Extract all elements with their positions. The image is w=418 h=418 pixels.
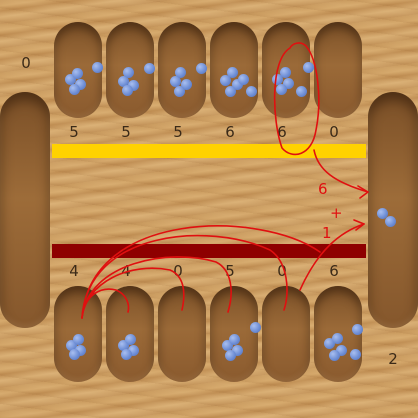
bottom-count-2: 4 bbox=[121, 262, 131, 280]
pit-top-2[interactable] bbox=[106, 22, 155, 118]
pit-bottom-6[interactable] bbox=[314, 286, 363, 382]
bottom-count-5: 0 bbox=[277, 262, 287, 280]
pit-bottom-3[interactable] bbox=[158, 286, 206, 382]
seed bbox=[280, 67, 291, 78]
pit-top-3[interactable] bbox=[158, 22, 207, 118]
highlight-circle bbox=[273, 42, 320, 156]
seed bbox=[332, 333, 343, 344]
seed bbox=[232, 79, 243, 90]
pit-bottom-1[interactable] bbox=[54, 286, 102, 382]
seed bbox=[385, 216, 396, 227]
seed bbox=[69, 84, 80, 95]
arrow-to-pit-2 bbox=[81, 288, 130, 319]
seed bbox=[170, 76, 181, 87]
pit-top-5[interactable] bbox=[262, 22, 314, 118]
top-count-3: 5 bbox=[173, 123, 183, 141]
seed bbox=[377, 208, 388, 219]
top-count-1: 5 bbox=[69, 123, 79, 141]
top-player-bar bbox=[52, 144, 366, 158]
seed bbox=[220, 75, 231, 86]
seed bbox=[66, 340, 77, 351]
annotation-one: 1 bbox=[322, 224, 332, 242]
seed bbox=[250, 322, 261, 333]
seed bbox=[75, 345, 86, 356]
seed bbox=[69, 349, 80, 360]
seed bbox=[276, 84, 287, 95]
seed bbox=[324, 338, 335, 349]
arrow-to-pit-3 bbox=[81, 267, 185, 319]
seed bbox=[229, 334, 240, 345]
annotation-plus: + bbox=[330, 204, 343, 222]
seed bbox=[296, 86, 307, 97]
seed bbox=[303, 62, 314, 73]
left-store-count: 0 bbox=[21, 54, 31, 72]
store-right[interactable] bbox=[368, 92, 418, 328]
seed bbox=[352, 324, 363, 335]
seed bbox=[122, 85, 133, 96]
seed bbox=[73, 334, 84, 345]
top-count-4: 6 bbox=[225, 123, 235, 141]
seed bbox=[238, 74, 249, 85]
seed bbox=[283, 78, 294, 89]
seed bbox=[196, 63, 207, 74]
seed bbox=[121, 349, 132, 360]
arrow-to-store-bottom bbox=[299, 223, 365, 291]
pit-bottom-2[interactable] bbox=[106, 286, 154, 382]
arrow-head-top bbox=[357, 185, 369, 199]
store-left bbox=[0, 92, 50, 328]
seed bbox=[225, 86, 236, 97]
arrow-to-pit-6 bbox=[81, 225, 321, 319]
seed bbox=[329, 350, 340, 361]
seed bbox=[72, 68, 83, 79]
seed bbox=[92, 62, 103, 73]
bottom-count-3: 0 bbox=[173, 262, 183, 280]
seed bbox=[232, 345, 243, 356]
seed bbox=[128, 80, 139, 91]
top-count-2: 5 bbox=[121, 123, 131, 141]
arrow-head-bottom bbox=[353, 219, 365, 231]
pit-top-6[interactable] bbox=[314, 22, 362, 118]
seed bbox=[336, 345, 347, 356]
arrow-to-pit-5 bbox=[81, 234, 288, 319]
pit-top-4[interactable] bbox=[210, 22, 258, 118]
seed bbox=[181, 79, 192, 90]
seed bbox=[175, 67, 186, 78]
seed bbox=[65, 74, 76, 85]
pit-bottom-4[interactable] bbox=[210, 286, 261, 382]
seed bbox=[246, 86, 257, 97]
seed bbox=[75, 79, 86, 90]
arrow-to-pit-4 bbox=[81, 256, 232, 319]
bottom-count-4: 5 bbox=[225, 262, 235, 280]
seed bbox=[174, 86, 185, 97]
seed bbox=[125, 334, 136, 345]
seed bbox=[118, 76, 129, 87]
seed bbox=[128, 345, 139, 356]
seed bbox=[144, 63, 155, 74]
seed bbox=[222, 340, 233, 351]
bottom-player-bar bbox=[52, 244, 366, 258]
seed bbox=[123, 67, 134, 78]
seed bbox=[118, 340, 129, 351]
seed bbox=[225, 350, 236, 361]
seed bbox=[227, 67, 238, 78]
seed bbox=[272, 74, 283, 85]
annotation-six: 6 bbox=[318, 180, 328, 198]
pit-top-1[interactable] bbox=[54, 22, 103, 118]
top-count-6: 0 bbox=[329, 123, 339, 141]
arrow-to-store-top bbox=[313, 149, 369, 193]
right-store-count: 2 bbox=[388, 350, 398, 368]
bottom-count-6: 6 bbox=[329, 262, 339, 280]
bottom-count-1: 4 bbox=[69, 262, 79, 280]
seed bbox=[350, 349, 361, 360]
top-count-5: 6 bbox=[277, 123, 287, 141]
